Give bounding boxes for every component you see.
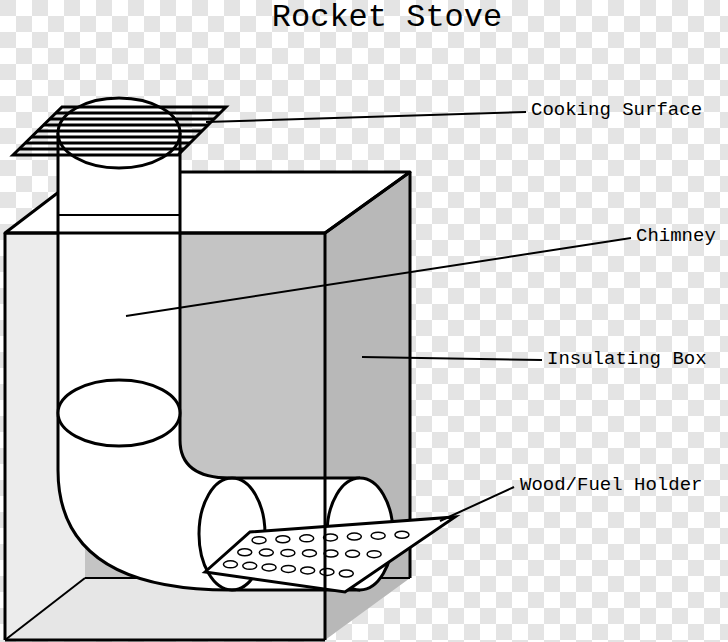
tray-hole [302,550,316,557]
tray-hole [367,551,381,558]
tray-hole [347,533,361,540]
tray-hole [252,537,266,544]
chimney-pipe [58,98,393,590]
tray-hole [281,549,295,556]
grate-bar [19,148,184,151]
leader-line [126,238,631,316]
cooking-grate [13,107,226,155]
tray-hole [238,549,252,556]
tray-hole [346,550,360,557]
tray-hole [262,564,276,571]
tray-hole [243,562,257,569]
tray-hole [301,567,315,574]
fuel-tray [205,517,455,592]
grate-bar [31,136,196,139]
tray-hole [300,535,314,542]
tray-hole [395,531,409,538]
grate-bar [44,124,208,127]
tray-hole [281,565,295,572]
grate-bar [56,112,220,115]
diagram-title: Rocket Stove [272,0,502,36]
tray-hole [259,549,273,556]
part-label: Chimney [636,225,716,247]
tray-hole [223,561,237,568]
grate-bar [50,118,214,121]
tray-hole [371,532,385,539]
tray-hole [339,570,353,577]
part-label: Wood/Fuel Holder [520,474,702,496]
leader-line [362,357,542,360]
tray-hole [276,536,290,543]
leader-line [206,112,526,122]
part-label: Cooking Surface [531,99,702,121]
part-label: Insulating Box [547,348,707,370]
grate-bar [38,130,203,133]
box-front-edges [5,172,410,640]
leader-line [440,487,514,521]
leader-lines [126,112,631,521]
grate-bar [25,142,190,145]
tray-hole [320,568,334,575]
